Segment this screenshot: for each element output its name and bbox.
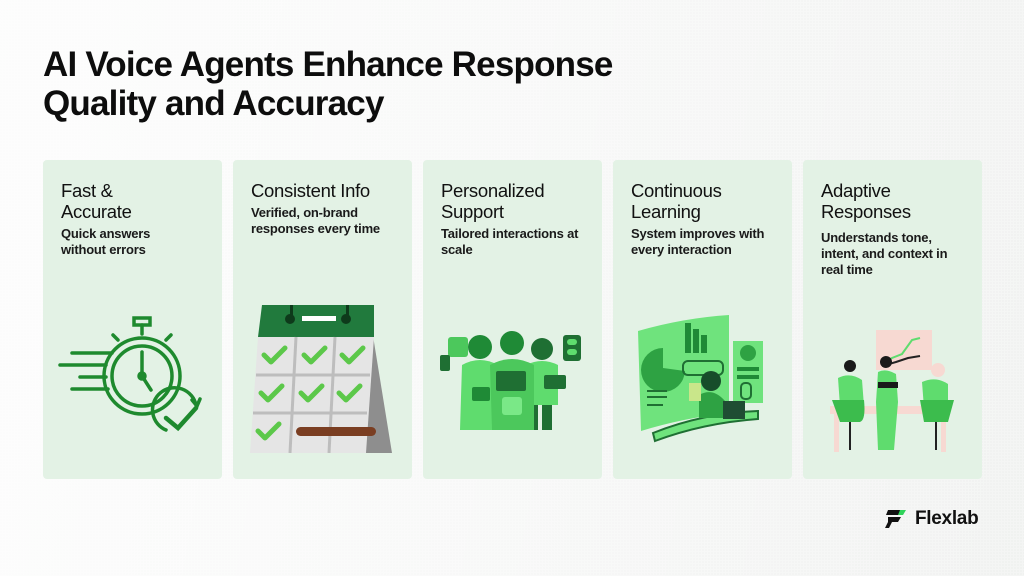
calendar-checklist-icon (249, 305, 392, 453)
flexlab-logo: Flexlab (885, 508, 979, 530)
flexlab-logo-icon (885, 510, 906, 528)
feature-cards: Fast &Accurate Quick answers without err… (43, 160, 982, 479)
page-title: AI Voice Agents Enhance Response Quality… (43, 45, 763, 123)
card-consistent-info: Consistent Info Verified, on-brand respo… (233, 160, 412, 479)
card-description: Quick answers without errors (61, 226, 151, 257)
card-fast-accurate: Fast &Accurate Quick answers without err… (43, 160, 222, 479)
card-description: Tailored interactions at scale (441, 226, 579, 257)
analytics-dashboard-illustration (637, 314, 763, 442)
team-devices-illustration (439, 331, 581, 430)
card-description: System improves with every interaction (631, 226, 765, 257)
stopwatch-check-icon (57, 316, 202, 432)
title-line-2: Quality and Accuracy (43, 84, 384, 123)
meeting-presentation-illustration (829, 329, 954, 452)
card-description: Understands tone, intent, and context in… (821, 230, 948, 277)
card-description: Verified, on-brand responses every time (251, 205, 380, 236)
card-title: Consistent Info (251, 180, 370, 201)
brand-name: Flexlab (915, 508, 979, 529)
card-title: Fast &Accurate (61, 180, 132, 222)
title-line-1: AI Voice Agents Enhance Response (43, 45, 613, 84)
